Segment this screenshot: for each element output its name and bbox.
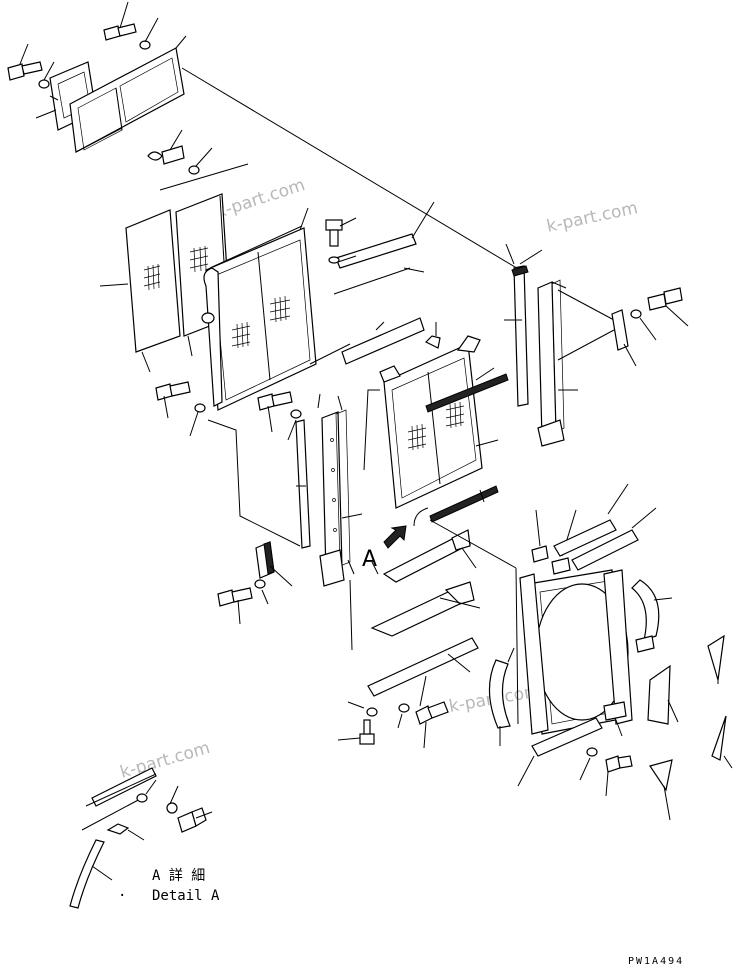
bolt-icon	[605, 755, 633, 797]
washer-icon	[397, 703, 410, 729]
washer-icon	[38, 61, 55, 89]
mesh-grid-icon	[189, 245, 209, 273]
lower-brackets	[367, 529, 481, 707]
washer-icon	[188, 147, 213, 175]
bolt-icon	[217, 587, 253, 625]
side-bolts	[155, 381, 302, 441]
seal-strips	[333, 201, 435, 365]
right-stay	[504, 243, 637, 447]
detail-label-japanese: A 詳 細	[152, 868, 205, 884]
lower-left-bolt	[217, 579, 269, 625]
leader-line	[181, 67, 521, 271]
mesh-grid-icon	[143, 263, 161, 291]
small-bracket	[255, 541, 293, 587]
bolt-icon	[647, 287, 689, 327]
center-stay-left	[319, 395, 363, 651]
washer-icon	[630, 309, 657, 341]
washer-icon	[328, 255, 357, 264]
upper-screen-frame	[69, 35, 187, 153]
mesh-grid-icon	[407, 423, 427, 451]
detail-a-view: . A 詳 細 Detail A	[69, 767, 220, 909]
leader-line	[159, 163, 249, 191]
radiator-core	[363, 322, 509, 527]
bolt-icon	[155, 381, 191, 419]
wing-bolt-assembly	[147, 129, 249, 191]
lower-center-bolts	[337, 701, 449, 749]
washer-icon	[347, 701, 378, 717]
corner-plates	[647, 634, 733, 821]
curved-seals	[488, 579, 673, 746]
rubber-blocks	[531, 483, 657, 737]
bolt-icon	[415, 701, 449, 749]
bolt-icon	[7, 43, 43, 81]
watermark-1: k-part.com	[213, 175, 307, 223]
mesh-grid-icon	[269, 295, 291, 323]
bolt-icon	[337, 719, 375, 745]
mesh-grid-icon	[445, 401, 465, 429]
grill-frame-assembly	[201, 207, 351, 411]
washer-icon	[189, 403, 206, 437]
view-arrow-a: A	[362, 525, 407, 575]
bolt-icon	[325, 217, 357, 247]
side-panel	[207, 393, 321, 549]
washer-icon	[254, 579, 269, 605]
bolt-icon	[103, 1, 137, 41]
watermark-2: k-part.com	[545, 198, 640, 237]
detail-dot: .	[118, 884, 126, 900]
connector-icon	[177, 807, 213, 833]
mesh-screen-outer	[99, 209, 181, 373]
drawing-code: PW1A494	[628, 956, 684, 967]
detail-label-english: Detail A	[152, 888, 220, 904]
top-screen-assembly	[7, 1, 521, 271]
fan-shroud	[429, 519, 633, 735]
mesh-grid-icon	[231, 321, 251, 349]
clip-icon	[106, 823, 145, 841]
washer-icon	[139, 17, 159, 50]
watermark-4: k-part.com	[118, 738, 212, 783]
fitting-icon	[136, 779, 157, 803]
wing-bolt-icon	[147, 129, 185, 165]
right-bolt	[630, 287, 689, 341]
bottom-strip	[517, 717, 633, 797]
washer-icon	[287, 409, 302, 441]
center-top-bolt	[325, 217, 357, 264]
hose-icon	[69, 839, 113, 909]
bolt-icon	[257, 391, 293, 433]
washer-icon	[166, 785, 179, 814]
washer-icon	[579, 747, 598, 781]
view-letter: A	[362, 547, 377, 572]
leader-line	[219, 195, 225, 263]
